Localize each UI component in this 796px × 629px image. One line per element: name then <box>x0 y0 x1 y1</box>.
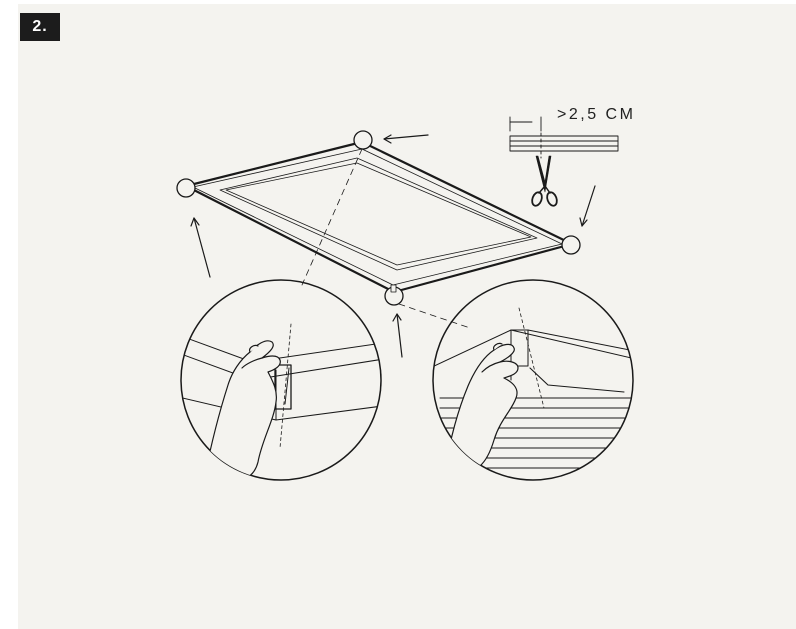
arrow-icon <box>190 217 211 278</box>
arrow-icon <box>579 185 596 227</box>
scissors-icon <box>531 155 558 207</box>
measurement-tape <box>509 116 619 159</box>
arrow-icon <box>392 313 403 358</box>
measurement-label: >2,5 CM <box>557 106 636 123</box>
hand-icon <box>204 340 281 480</box>
corner-marker-right <box>561 235 581 255</box>
arrow-icon <box>383 134 429 144</box>
step-number-badge: 2. <box>20 13 60 41</box>
hand-icon <box>444 342 519 474</box>
detail-left-magnifier <box>180 279 382 481</box>
corner-marker-top <box>353 130 373 150</box>
corner-marker-left <box>176 178 196 198</box>
screen-frame <box>184 140 574 294</box>
detail-right-magnifier <box>432 279 634 481</box>
instruction-panel <box>18 4 796 629</box>
